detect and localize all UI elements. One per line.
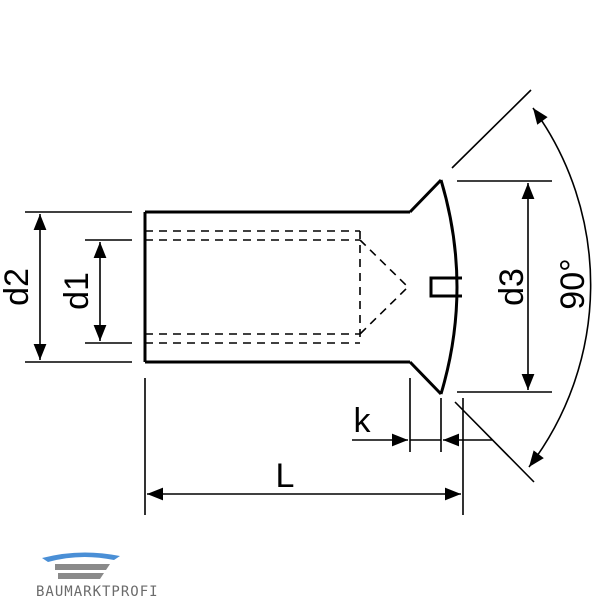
head-outline bbox=[408, 178, 459, 396]
dimension-lines bbox=[33, 107, 592, 501]
logo-stripes-icon bbox=[55, 564, 110, 579]
part-outline bbox=[143, 178, 462, 396]
baumarktprofi-logo: BAUMARKTPROFI bbox=[36, 552, 159, 600]
logo-text: BAUMARKTPROFI bbox=[36, 584, 159, 600]
angle-label: 90° bbox=[554, 258, 592, 309]
angle-dimension-arc bbox=[528, 107, 592, 468]
d3-label: d3 bbox=[493, 268, 531, 306]
head-slot bbox=[429, 276, 462, 298]
d2-label: d2 bbox=[0, 268, 36, 306]
dimension-labels: d2 d1 d3 90° k L bbox=[0, 258, 592, 495]
k-label: k bbox=[354, 402, 372, 440]
L-label: L bbox=[276, 457, 295, 495]
extension-lines bbox=[25, 89, 552, 515]
shank-outline bbox=[143, 210, 410, 364]
d1-label: d1 bbox=[58, 272, 96, 310]
hidden-thread bbox=[145, 230, 410, 344]
logo-roof-icon bbox=[42, 552, 120, 562]
